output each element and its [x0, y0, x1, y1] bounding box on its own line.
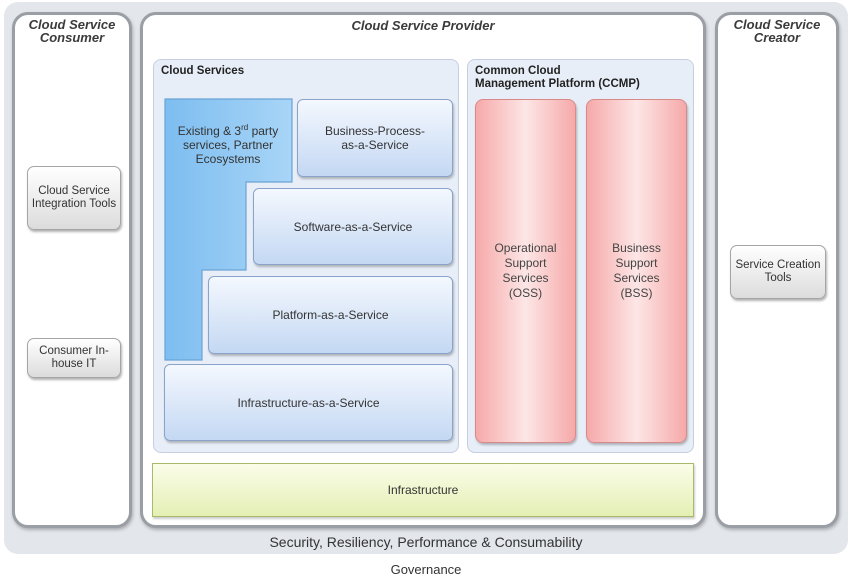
creator-column: Cloud Service Creator Service Creation T… — [715, 12, 839, 528]
security-label: Security, Resiliency, Performance & Cons… — [269, 534, 583, 550]
governance-label: Governance — [390, 562, 462, 577]
integration-tools-box: Cloud Service Integration Tools — [27, 166, 121, 230]
oss-box: Operational Support Services (OSS) — [475, 99, 576, 443]
bss-box: Business Support Services (BSS) — [586, 99, 687, 443]
ccmp-title: Common Cloud Management Platform (CCMP) — [475, 65, 640, 90]
provider-title: Cloud Service Provider — [351, 18, 495, 33]
infrastructure-bar: Infrastructure — [152, 463, 694, 517]
cloud-services-title: Cloud Services — [161, 65, 245, 77]
consumer-column: Cloud Service Consumer Cloud Service Int… — [12, 12, 132, 528]
creation-tools-box: Service Creation Tools — [730, 245, 826, 299]
paas-box: Platform-as-a-Service — [208, 276, 453, 354]
bpaas-box: Business-Process- as-a-Service — [297, 99, 453, 177]
inhouse-it-box: Consumer In-house IT — [27, 338, 121, 378]
consumer-title: Cloud Service Consumer — [28, 17, 116, 45]
ecosystem-label: Existing & 3rd party services, Partner E… — [177, 123, 279, 166]
ecosystem-shape — [164, 98, 293, 361]
creator-title: Cloud Service Creator — [733, 17, 821, 45]
saas-box: Software-as-a-Service — [253, 188, 453, 265]
iaas-box: Infrastructure-as-a-Service — [164, 364, 453, 441]
